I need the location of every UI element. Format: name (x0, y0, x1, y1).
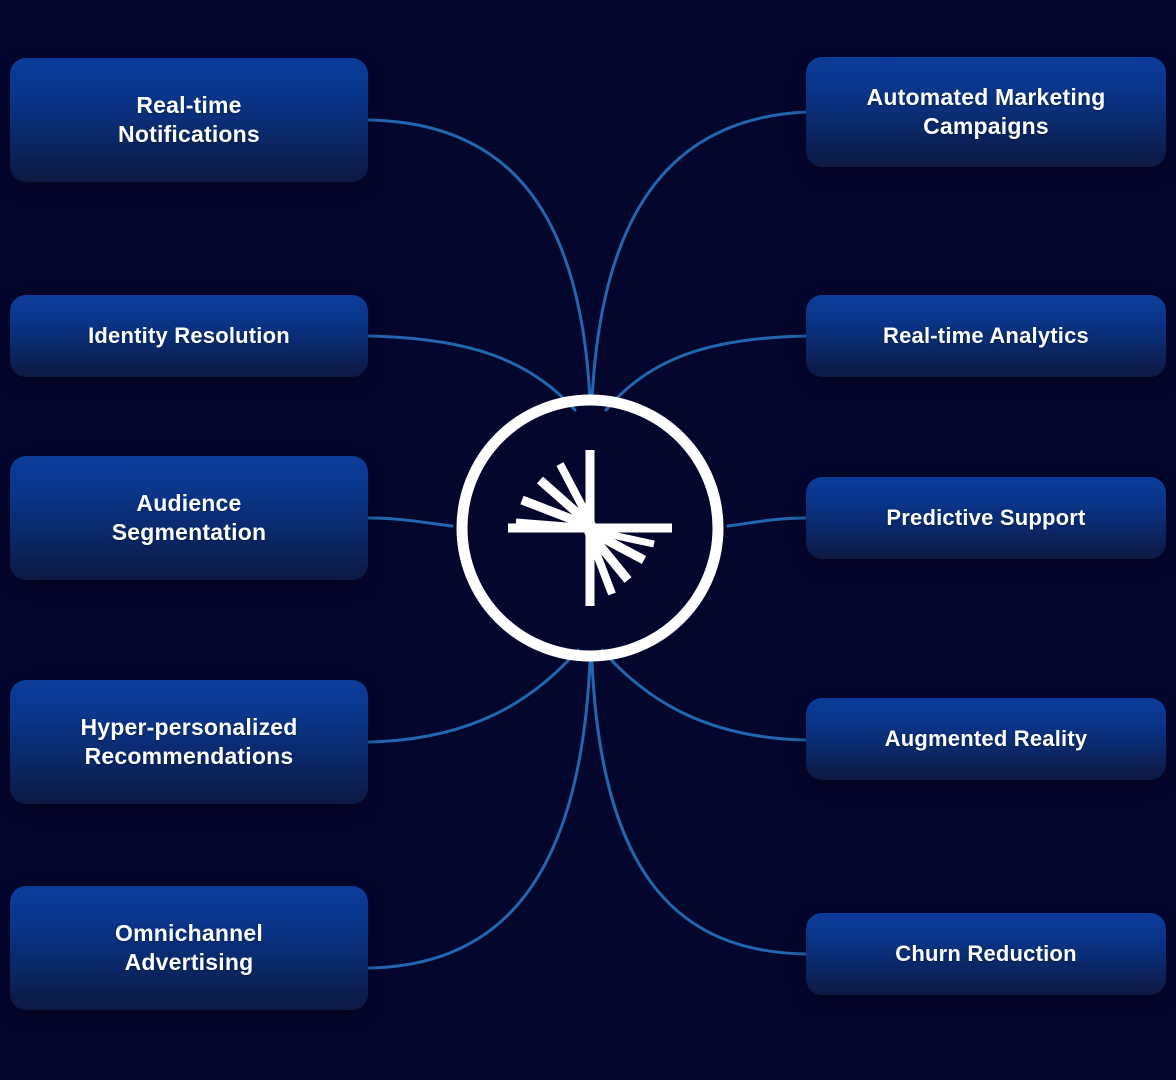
logo-ring (456, 394, 724, 662)
node-card-real-time-analytics[interactable]: Real-time Analytics (806, 295, 1166, 377)
connector-hyper-personalized-recommendations (366, 648, 580, 744)
node-label: Real-time Analytics (883, 322, 1089, 348)
node-label: Predictive Support (886, 504, 1086, 530)
confluent-starburst-logo (456, 394, 724, 662)
connector-automated-marketing-campaigns (590, 110, 808, 402)
node-card-predictive-support[interactable]: Predictive Support (806, 477, 1166, 559)
connector-augmented-reality (600, 648, 808, 742)
logo-rays (508, 450, 672, 606)
connector-omnichannel-advertising (366, 660, 592, 970)
node-card-churn-reduction[interactable]: Churn Reduction (806, 913, 1166, 995)
node-card-augmented-reality[interactable]: Augmented Reality (806, 698, 1166, 780)
node-card-identity-resolution[interactable]: Identity Resolution (10, 295, 368, 377)
node-label: Identity Resolution (88, 322, 290, 348)
node-label: Augmented Reality (884, 725, 1088, 751)
node-label: Churn Reduction (895, 940, 1077, 966)
connector-real-time-notifications (366, 118, 592, 402)
connector-audience-segmentation (366, 516, 454, 528)
connector-churn-reduction (590, 660, 808, 956)
connector-predictive-support (726, 516, 808, 528)
